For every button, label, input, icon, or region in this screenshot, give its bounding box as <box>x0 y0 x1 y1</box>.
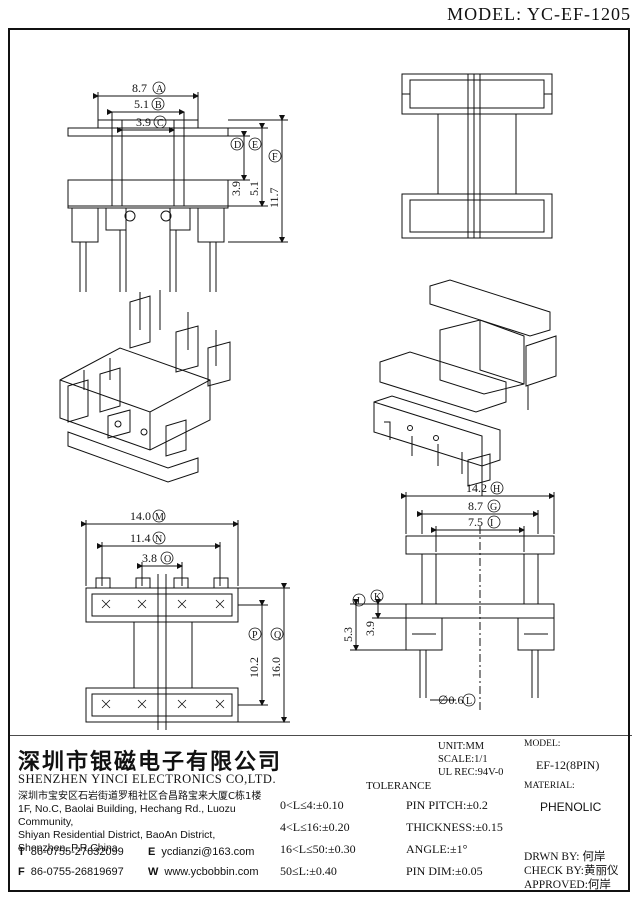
dimension-labels: 8.7 A 5.1 B 3.9 C 3.9 5.1 11.7 D E F 14.… <box>130 81 504 707</box>
address-line: 深圳市宝安区石岩街道罗租社区合昌路宝来大厦C栋1楼 <box>18 791 262 802</box>
dim-g: 8.7 <box>468 499 483 513</box>
dim-e: 5.1 <box>247 181 261 196</box>
dim-m-symbol: M <box>155 512 164 523</box>
model-label: MODEL: <box>524 739 561 749</box>
dim-g-symbol: G <box>490 502 497 513</box>
title-block: 深圳市银磁电子有限公司 SHENZHEN YINCI ELECTRONICS C… <box>10 736 628 891</box>
dim-d: 3.9 <box>229 181 243 196</box>
email-label: E <box>148 846 156 858</box>
dim-f-symbol: F <box>272 152 278 163</box>
tolerance-right-3: ANGLE:±1° <box>406 842 468 856</box>
phone-value: 86-0755-27632099 <box>30 846 124 858</box>
ul-text: UL REC:94V-0 <box>438 767 504 778</box>
dim-o-symbol: O <box>164 554 171 565</box>
dim-q: 16.0 <box>269 657 283 678</box>
dim-i: 7.5 <box>468 515 483 529</box>
tolerance-left-4: 50≤L:±0.40 <box>280 864 337 878</box>
dim-m: 14.0 <box>130 509 151 523</box>
fax-label: F <box>18 866 25 878</box>
website-value: www.ycbobbin.com <box>164 866 259 878</box>
material-value: PHENOLIC <box>540 800 602 814</box>
company-address: 深圳市宝安区石岩街道罗租社区合昌路宝来大厦C栋1楼 1F, No.C, Baol… <box>18 790 268 855</box>
checked-by: CHECK BY:黄丽仪 <box>524 865 619 877</box>
pin-view <box>81 520 290 730</box>
technical-drawing: 8.7 A 5.1 B 3.9 C 3.9 5.1 11.7 D E F 14.… <box>10 73 632 736</box>
dim-k: 3.9 <box>363 621 377 636</box>
front-view <box>67 92 288 292</box>
tolerance-right-2: THICKNESS:±0.15 <box>406 820 503 834</box>
dim-d-symbol: D <box>234 140 241 151</box>
dim-l: ∅0.6 <box>438 693 463 707</box>
dim-a: 8.7 <box>132 81 147 95</box>
fax-value: 86-0755-26819697 <box>30 866 124 878</box>
drawn-by: DRWN BY: 何岸 <box>524 851 606 863</box>
email-value: ycdianzi@163.com <box>161 846 255 858</box>
dim-n-symbol: N <box>155 534 162 545</box>
dim-h-symbol: H <box>493 484 500 495</box>
dim-h: 14.2 <box>466 481 487 495</box>
tolerance-right-4: PIN DIM:±0.05 <box>406 864 483 878</box>
dim-p-symbol: P <box>252 630 258 641</box>
dim-k-symbol: K <box>374 592 382 603</box>
dim-o: 3.8 <box>142 551 157 565</box>
dim-i-symbol: I <box>490 518 493 529</box>
dim-b: 5.1 <box>134 97 149 111</box>
material-label: MATERIAL: <box>524 781 575 791</box>
dim-b-symbol: B <box>155 100 162 111</box>
side-view <box>350 492 555 710</box>
model-title: MODEL: YC-EF-1205 <box>447 4 631 24</box>
top-view <box>401 73 553 239</box>
dim-l-symbol: L <box>466 696 472 707</box>
tolerance-title: TOLERANCE <box>366 780 432 792</box>
scale-text: SCALE:1/1 <box>438 754 488 765</box>
tolerance-left-2: 4<L≤16:±0.20 <box>280 820 350 834</box>
model-value: EF-12(8PIN) <box>536 758 600 772</box>
address-line: Shenzhen, P.R.China <box>18 842 118 854</box>
dim-j-symbol: J <box>356 596 360 607</box>
website-label: W <box>148 866 159 878</box>
tolerance-left-3: 16<L≤50:±0.30 <box>280 842 356 856</box>
dim-a-symbol: A <box>156 84 164 95</box>
address-line: Shiyan Residential District, BaoAn Distr… <box>18 829 216 841</box>
company-name-cn: 深圳市银磁电子有限公司 <box>18 750 283 775</box>
phone-label: T <box>18 846 25 858</box>
dim-f: 11.7 <box>267 187 281 208</box>
company-name-en: SHENZHEN YINCI ELECTRONICS CO,LTD. <box>18 772 277 786</box>
dim-j: 5.3 <box>341 627 355 642</box>
tolerance-right-1: PIN PITCH:±0.2 <box>406 798 488 812</box>
iso-view-bottom <box>59 290 231 483</box>
spec-info: UNIT:MM SCALE:1/1 UL REC:94V-0 <box>438 740 503 779</box>
address-line: 1F, No.C, Baolai Building, Hechang Rd., … <box>18 803 236 828</box>
drawing-sheet: 8.7 A 5.1 B 3.9 C 3.9 5.1 11.7 D E F 14.… <box>8 28 632 892</box>
dim-c-symbol: C <box>157 118 164 129</box>
dim-e-symbol: E <box>252 140 258 151</box>
unit-text: UNIT:MM <box>438 741 485 752</box>
dim-p: 10.2 <box>247 657 261 678</box>
phone: T 86-0755-27632099 <box>18 846 124 858</box>
iso-view-top <box>373 279 557 496</box>
dim-c: 3.9 <box>136 115 151 129</box>
dim-q-symbol: Q <box>274 630 282 641</box>
approved-by: APPROVED:何岸 <box>524 879 611 891</box>
tolerance-left-1: 0<L≤4:±0.10 <box>280 798 344 812</box>
fax: F 86-0755-26819697 <box>18 866 124 878</box>
dim-n: 11.4 <box>130 531 151 545</box>
